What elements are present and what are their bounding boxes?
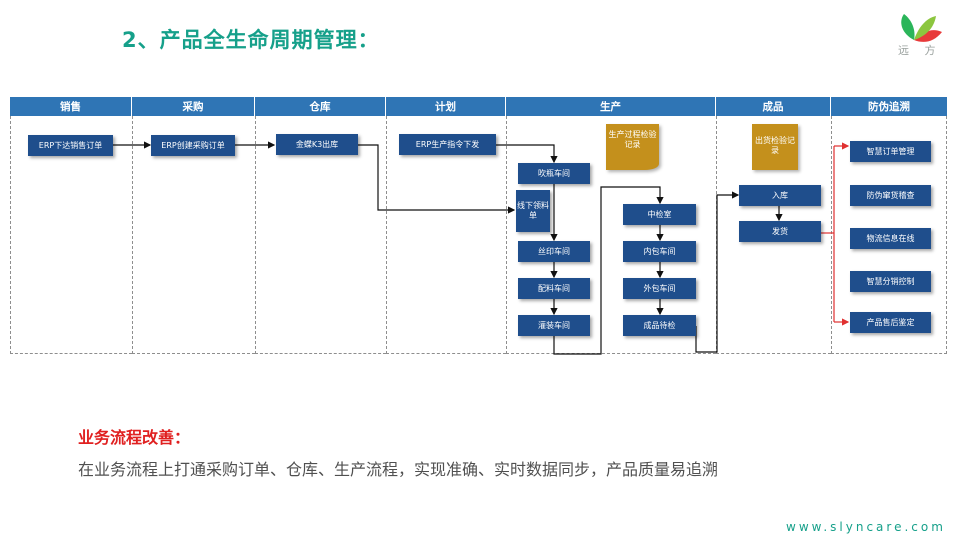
- connector-warehouse-offline: [358, 144, 516, 214]
- connector-plan-blow: [496, 144, 558, 164]
- mid-inspection-box: 中检室: [623, 204, 696, 225]
- finished-pending-box: 成品待检: [623, 315, 696, 336]
- outer-pack-workshop-box: 外包车间: [623, 278, 696, 299]
- trace-item-anti-fake: 防伪窜货稽查: [850, 185, 931, 206]
- trace-item-order-mgmt: 智慧订单管理: [850, 141, 931, 162]
- erp-purchase-order-box: ERP创建采购订单: [151, 135, 235, 156]
- lane-header-purchase: 采购: [132, 97, 255, 116]
- lane-header-production: 生产: [506, 97, 716, 116]
- lane-header-trace: 防伪追溯: [831, 97, 947, 116]
- erp-production-order-box: ERP生产指令下发: [399, 134, 496, 155]
- connector-filling-midcheck: [553, 186, 664, 355]
- kingdee-outbound-box: 金蝶K3出库: [276, 134, 358, 155]
- shipping-box: 发货: [739, 221, 821, 242]
- lane-header-planning: 计划: [386, 97, 506, 116]
- lane-purchase: [132, 116, 255, 354]
- inner-pack-workshop-box: 内包车间: [623, 241, 696, 262]
- website-url: www.slyncare.com: [786, 520, 946, 534]
- silk-print-workshop-box: 丝印车间: [518, 241, 590, 262]
- lane-header-finished: 成品: [716, 97, 831, 116]
- lane-header-warehouse: 仓库: [255, 97, 386, 116]
- shipping-inspection-record: 出货检验记录: [752, 124, 798, 170]
- page-title: 2、产品全生命周期管理：: [122, 28, 380, 52]
- connector-finished-storage: [695, 191, 740, 353]
- storage-box: 入库: [739, 185, 821, 206]
- lane-header-sales: 销售: [10, 97, 132, 116]
- trace-item-distribution: 智慧分销控制: [850, 271, 931, 292]
- trace-item-logistics: 物流信息在线: [850, 228, 931, 249]
- lane-sales: [10, 116, 132, 354]
- company-logo: [901, 14, 942, 42]
- filling-workshop-box: 灌装车间: [518, 315, 590, 336]
- logo-text: 远 方: [898, 44, 942, 57]
- blow-workshop-box: 吹瓶车间: [518, 163, 590, 184]
- trace-item-aftersales: 产品售后鉴定: [850, 312, 931, 333]
- lane-trace: [831, 116, 947, 354]
- erp-sales-order-box: ERP下达销售订单: [28, 135, 113, 156]
- lane-production: [506, 116, 716, 354]
- lane-planning: [386, 116, 506, 354]
- improvement-title: 业务流程改善：: [78, 428, 191, 447]
- production-inspection-record: 生产过程检验记录: [606, 124, 659, 170]
- offline-picking-box: 线下领料单: [516, 190, 550, 232]
- mixing-workshop-box: 配料车间: [518, 278, 590, 299]
- lane-warehouse: [255, 116, 386, 354]
- improvement-text: 在业务流程上打通采购订单、仓库、生产流程，实现准确、实时数据同步，产品质量易追溯: [78, 460, 719, 479]
